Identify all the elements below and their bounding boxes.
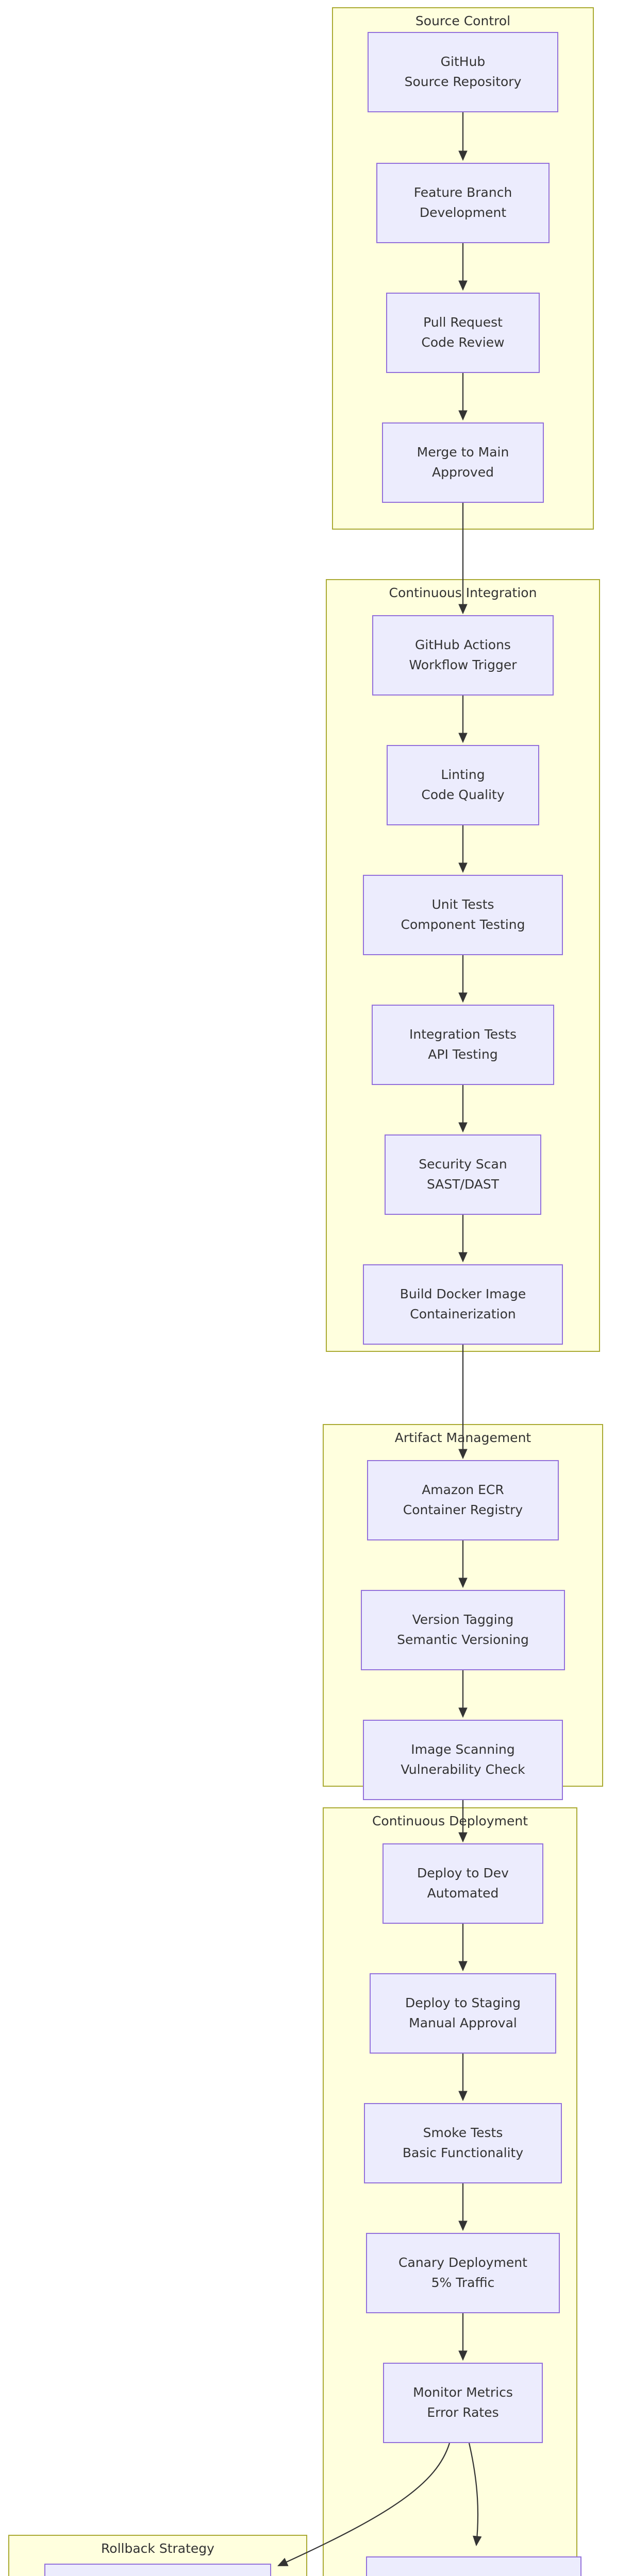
node-amazon-ecr-line1: Amazon ECR [422,1482,504,1498]
node-smoke-tests[interactable]: Smoke Tests Basic Functionality [364,2103,562,2183]
node-merge-to-main-line2: Approved [432,465,494,480]
subgraph-title-continuous-deployment: Continuous Deployment [372,1814,528,1828]
node-feature-branch-line2: Development [419,205,507,220]
node-build-docker-image-line2: Containerization [410,1307,516,1321]
node-deploy-to-staging[interactable]: Deploy to Staging Manual Approval [370,1973,556,2054]
node-build-docker-image-line1: Build Docker Image [400,1286,526,1302]
node-security-scan-line1: Security Scan [419,1157,507,1172]
node-version-tagging-line2: Semantic Versioning [397,1632,529,1647]
node-monitor-metrics-line2: Error Rates [427,2405,499,2420]
node-version-tagging[interactable]: Version Tagging Semantic Versioning [361,1590,565,1670]
node-image-scanning[interactable]: Image Scanning Vulnerability Check [363,1720,563,1800]
node-canary-deployment[interactable]: Canary Deployment 5% Traffic [366,2233,560,2313]
node-feature-branch-line1: Feature Branch [413,185,512,200]
node-integration-tests-line1: Integration Tests [409,1027,517,1042]
node-amazon-ecr[interactable]: Amazon ECR Container Registry [367,1460,559,1540]
node-monitor-metrics-line1: Monitor Metrics [413,2385,513,2400]
node-unit-tests-line1: Unit Tests [431,897,494,912]
subgraph-title-continuous-integration: Continuous Integration [389,585,537,600]
node-github-actions-line1: GitHub Actions [415,637,511,653]
node-security-scan-line2: SAST/DAST [426,1177,500,1192]
node-integration-tests[interactable]: Integration Tests API Testing [372,1005,554,1085]
node-deploy-to-staging-line1: Deploy to Staging [405,1995,521,2011]
node-deploy-to-dev-line2: Automated [427,1886,499,1901]
node-github-line2: Source Repository [404,74,522,89]
node-merge-to-main[interactable]: Merge to Main Approved [382,422,544,503]
node-canary-deployment-line1: Canary Deployment [398,2255,527,2270]
node-unit-tests[interactable]: Unit Tests Component Testing [363,875,563,955]
node-merge-to-main-line1: Merge to Main [417,445,509,460]
node-smoke-tests-line1: Smoke Tests [423,2125,503,2141]
subgraph-title-source-control: Source Control [415,13,511,28]
node-linting-line2: Code Quality [421,787,505,802]
node-monitor-metrics[interactable]: Monitor Metrics Error Rates [383,2363,543,2443]
subgraph-title-artifact-management: Artifact Management [394,1430,531,1445]
node-amazon-ecr-line2: Container Registry [403,1502,523,1517]
node-smoke-tests-line2: Basic Functionality [402,2145,524,2160]
node-image-scanning-line2: Vulnerability Check [401,1762,525,1777]
node-deploy-to-dev[interactable]: Deploy to Dev Automated [382,1843,543,1924]
node-image-scanning-line1: Image Scanning [411,1742,515,1757]
node-feature-branch[interactable]: Feature Branch Development [376,163,550,243]
node-pull-request-line2: Code Review [421,335,505,350]
node-unit-tests-line2: Component Testing [401,917,525,932]
node-github-actions[interactable]: GitHub Actions Workflow Trigger [372,615,554,696]
node-integration-tests-line2: API Testing [428,1047,498,1062]
subgraph-title-rollback-strategy: Rollback Strategy [101,2541,214,2556]
node-issue-detection[interactable]: Issue Detection Automated Monitoring [44,2564,271,2576]
node-github-actions-line2: Workflow Trigger [409,657,517,672]
node-pull-request[interactable]: Pull Request Code Review [386,293,540,373]
node-build-docker-image[interactable]: Build Docker Image Containerization [363,1264,563,1345]
node-canary-deployment-line2: 5% Traffic [431,2275,495,2290]
node-pull-request-line1: Pull Request [423,315,503,330]
node-version-tagging-line1: Version Tagging [412,1612,514,1628]
node-github[interactable]: GitHub Source Repository [368,32,558,112]
node-security-scan[interactable]: Security Scan SAST/DAST [385,1134,541,1215]
node-linting-line1: Linting [441,767,485,783]
node-deploy-to-staging-line2: Manual Approval [409,2015,517,2030]
node-deploy-to-dev-line1: Deploy to Dev [417,1866,509,1881]
node-github-line1: GitHub [440,54,486,70]
node-linting[interactable]: Linting Code Quality [387,745,539,825]
node-deploy-to-production[interactable]: Deploy to Production 100% Traffic [366,2556,581,2576]
